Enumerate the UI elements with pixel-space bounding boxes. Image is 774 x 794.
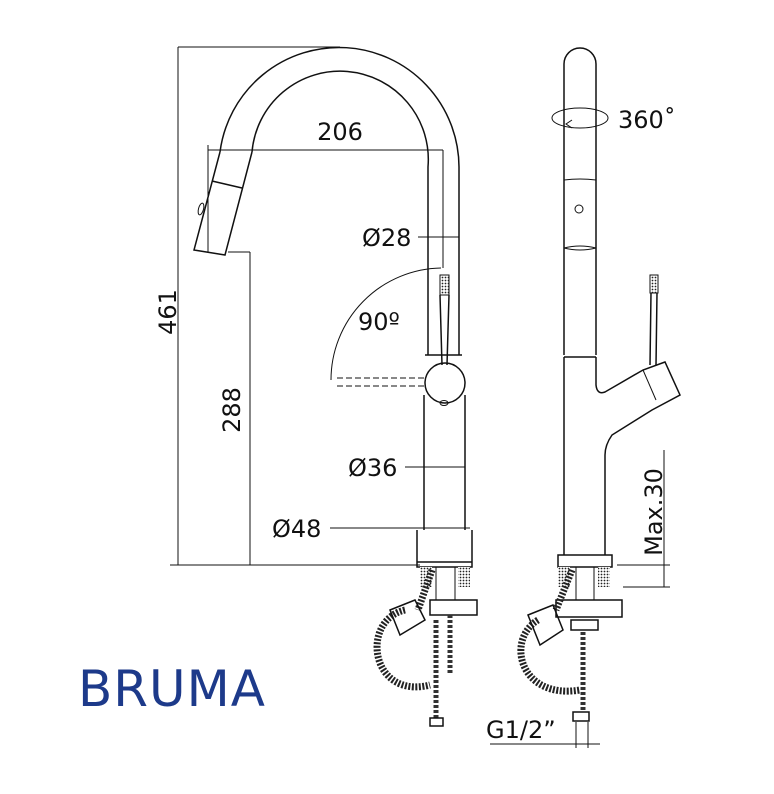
side-connector-nut bbox=[570, 619, 599, 631]
brand-logo: BRUMA bbox=[78, 660, 266, 718]
mounting-bracket bbox=[429, 599, 478, 616]
knob-indicator bbox=[439, 400, 449, 406]
side-lever-grip bbox=[649, 274, 659, 294]
base-diameter-label: Ø48 bbox=[272, 515, 321, 543]
lever-handle bbox=[439, 294, 450, 366]
max30-dimension-line bbox=[617, 450, 670, 588]
faucet-body bbox=[423, 354, 466, 530]
lever-open-position bbox=[337, 377, 425, 387]
rotation-arrowhead bbox=[565, 119, 573, 129]
spout-inner bbox=[251, 70, 430, 355]
side-view: 360˚ Max.30 G1/2” bbox=[486, 47, 681, 748]
connection-label: G1/2” bbox=[486, 716, 556, 744]
front-view: 461 206 288 Ø28 90º Ø36 Ø48 bbox=[154, 46, 478, 727]
rotation-arrow-icon bbox=[551, 107, 609, 129]
side-hose-weight bbox=[527, 604, 564, 647]
reach-dimension-line bbox=[207, 145, 444, 268]
spray-head-band bbox=[563, 178, 597, 251]
spray-button bbox=[574, 204, 584, 214]
lever-angle-arc bbox=[330, 267, 442, 381]
side-base bbox=[557, 554, 613, 568]
threaded-shank bbox=[435, 567, 456, 600]
counter-section bbox=[558, 567, 570, 587]
side-pull-out-hose bbox=[517, 568, 581, 695]
spout-outer bbox=[219, 46, 460, 355]
rotation-label: 360˚ bbox=[618, 106, 676, 134]
connection-dimension-line bbox=[490, 722, 600, 748]
side-hose-nut bbox=[572, 711, 590, 722]
spout-height-label: 288 bbox=[218, 387, 246, 433]
spout-height-dimension-line bbox=[228, 251, 251, 565]
lever-grip bbox=[439, 274, 450, 296]
spout-diameter-label: Ø28 bbox=[362, 224, 411, 252]
threaded-shank bbox=[575, 567, 595, 600]
lever-angle-label: 90º bbox=[358, 308, 400, 336]
side-lever-handle bbox=[649, 292, 658, 366]
counter-section bbox=[598, 567, 610, 587]
body-diameter-label: Ø36 bbox=[348, 454, 397, 482]
counter-section bbox=[458, 567, 470, 587]
height-dimension-line bbox=[170, 46, 420, 566]
side-body bbox=[563, 357, 681, 555]
spout-reach-label: 206 bbox=[317, 118, 363, 146]
faucet-base bbox=[416, 530, 473, 568]
lever-knob bbox=[424, 362, 466, 404]
hose-weight bbox=[389, 599, 426, 637]
side-spout bbox=[563, 47, 597, 355]
spray-head bbox=[193, 151, 253, 256]
spray-head-band bbox=[211, 180, 243, 189]
side-lever-base-line bbox=[642, 369, 657, 401]
spray-button-icon bbox=[197, 202, 205, 216]
supply-hoses bbox=[433, 615, 453, 720]
max-thickness-label: Max.30 bbox=[640, 468, 668, 556]
hose-nut bbox=[429, 717, 444, 727]
total-height-label: 461 bbox=[154, 289, 182, 335]
side-mounting-bracket bbox=[555, 599, 623, 618]
pull-out-hose bbox=[373, 568, 436, 691]
